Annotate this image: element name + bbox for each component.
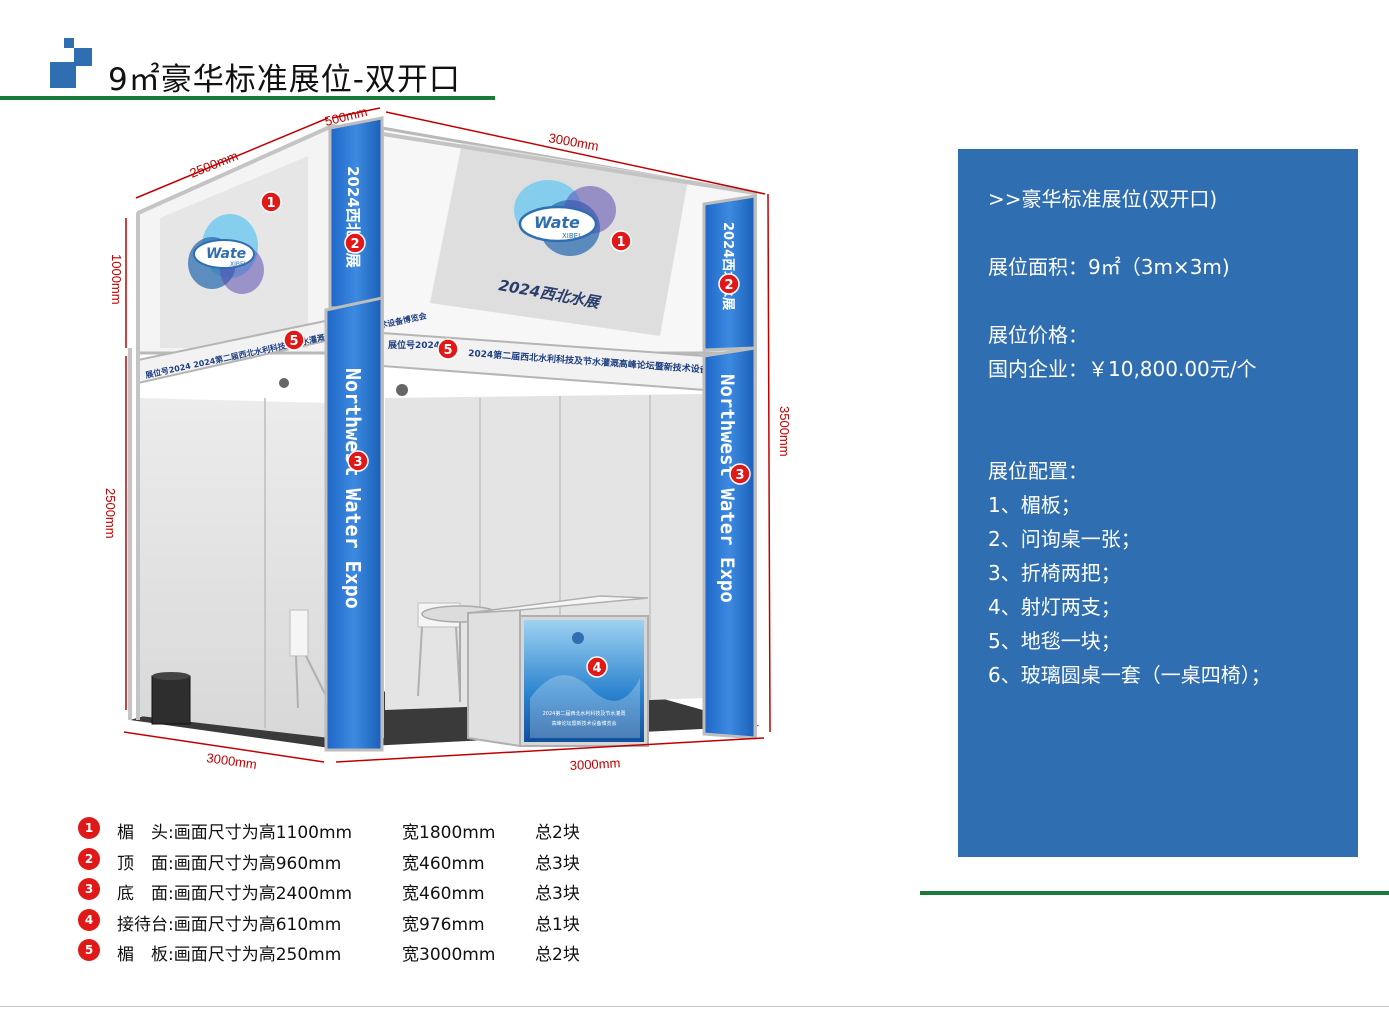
legend-width: 宽3000mm xyxy=(402,945,496,965)
svg-text:Northwest Water Expo: Northwest Water Expo xyxy=(341,368,365,609)
svg-text:1000mm: 1000mm xyxy=(109,254,124,305)
legend-marker: 5 xyxy=(78,939,100,961)
panel-divider xyxy=(920,891,1389,895)
svg-text:3000mm: 3000mm xyxy=(206,750,258,772)
svg-text:XIBEI: XIBEI xyxy=(562,232,580,240)
svg-text:3500mm: 3500mm xyxy=(777,406,792,457)
svg-text:3: 3 xyxy=(735,468,744,483)
legend-name: 接待台:画面尺寸为高610mm xyxy=(117,914,342,935)
legend-name: 楣 板:画面尺寸为高250mm xyxy=(117,945,342,965)
logo-square-large xyxy=(50,62,76,88)
legend-width: 宽460mm xyxy=(402,884,485,904)
marker-5: 5 xyxy=(437,338,459,360)
svg-text:Wate: Wate xyxy=(206,246,246,262)
svg-text:1: 1 xyxy=(616,235,625,250)
legend-width: 宽1800mm xyxy=(402,823,496,843)
spotlight xyxy=(279,378,289,388)
config-label: 展位配置： xyxy=(988,459,1088,483)
svg-text:高峰论坛暨新技术设备博览会: 高峰论坛暨新技术设备博览会 xyxy=(551,720,616,727)
legend-marker: 3 xyxy=(78,878,100,900)
page-title: 9㎡豪华标准展位-双开口 xyxy=(108,62,461,98)
svg-text:5: 5 xyxy=(289,334,298,349)
svg-text:2500mm: 2500mm xyxy=(103,488,118,539)
marker-1: 1 xyxy=(260,191,282,213)
svg-text:3000mm: 3000mm xyxy=(569,755,620,773)
panel-heading: >>豪华标准展位(双开口) xyxy=(988,187,1218,211)
legend-total: 总3块 xyxy=(535,853,580,874)
waste-bin xyxy=(151,675,191,725)
legend-total: 总2块 xyxy=(535,823,580,843)
config-item: 5、地毯一块； xyxy=(988,629,1121,653)
left-back-wall xyxy=(140,398,330,738)
legend-name: 底 面:画面尺寸为高2400mm xyxy=(117,884,353,904)
svg-text:2: 2 xyxy=(350,237,359,252)
spotlight xyxy=(396,384,408,396)
legend-name: 楣 头:画面尺寸为高1100mm xyxy=(117,823,353,843)
marker-3: 3 xyxy=(347,450,369,472)
logo-square-small xyxy=(64,38,74,48)
booth-rendering: Wate XIBEI Wate XIBEI 2024西北水展 展位号2024 2… xyxy=(103,104,792,773)
reception-desk-graphic xyxy=(524,620,644,742)
legend-width: 宽976mm xyxy=(402,914,485,935)
column-left xyxy=(324,296,384,752)
marker-4: 4 xyxy=(586,656,608,678)
marker-5: 5 xyxy=(283,329,305,351)
water-logo-left: Wate XIBEI xyxy=(188,214,264,294)
marker-2: 2 xyxy=(344,232,366,254)
legend-total: 总2块 xyxy=(535,945,580,965)
svg-text:5: 5 xyxy=(443,343,452,358)
title-divider xyxy=(0,96,495,100)
price-label: 展位价格： xyxy=(988,323,1088,347)
svg-text:3000mm: 3000mm xyxy=(547,130,599,154)
dimension-lines xyxy=(123,107,771,763)
booth-info-panel: >>豪华标准展位(双开口) 展位面积：9㎡（3m×3m) 展位价格： 国内企业：… xyxy=(958,149,1358,857)
svg-text:1: 1 xyxy=(266,196,275,211)
marker-3: 3 xyxy=(729,463,751,485)
legend-total: 总3块 xyxy=(535,884,580,904)
marker-2: 2 xyxy=(718,273,740,295)
legend-name: 顶 面:画面尺寸为高960mm xyxy=(117,853,342,874)
legend-marker: 4 xyxy=(78,908,100,931)
svg-text:2024第二届西北水利科技及节水灌溉: 2024第二届西北水利科技及节水灌溉 xyxy=(543,710,626,717)
config-item: 4、射灯两支； xyxy=(988,595,1121,619)
config-item: 1、楣板； xyxy=(988,493,1081,517)
legend-marker: 2 xyxy=(78,847,100,870)
legend-total: 总1块 xyxy=(535,914,580,935)
svg-text:2: 2 xyxy=(724,278,733,293)
svg-text:3: 3 xyxy=(353,455,362,470)
price-value: 国内企业：￥10,800.00元/个 xyxy=(988,357,1257,381)
svg-text:4: 4 xyxy=(592,661,601,676)
svg-text:Northwest Water Expo: Northwest Water Expo xyxy=(716,374,738,603)
marker-1: 1 xyxy=(610,230,632,252)
reception-desk-top xyxy=(467,595,649,614)
config-item: 6、玻璃圆桌一套（一桌四椅）； xyxy=(988,663,1271,687)
reception-desk-side xyxy=(467,608,521,748)
svg-text:XIBEI: XIBEI xyxy=(230,261,246,268)
logo-square-medium xyxy=(74,48,92,66)
water-logo-right: Wate XIBEI xyxy=(514,180,616,256)
svg-text:Wate: Wate xyxy=(534,213,580,232)
config-item: 2、问询桌一张； xyxy=(988,527,1141,551)
config-item: 3、折椅两把； xyxy=(988,561,1121,585)
booth-area: 展位面积：9㎡（3m×3m) xyxy=(988,255,1230,279)
page-bottom-divider xyxy=(0,1006,1389,1007)
legend-width: 宽460mm xyxy=(402,853,485,874)
svg-text:2024西北水展: 2024西北水展 xyxy=(720,222,736,311)
legend-marker: 1 xyxy=(78,817,100,839)
svg-text:展位号2024: 展位号2024 xyxy=(388,339,440,351)
